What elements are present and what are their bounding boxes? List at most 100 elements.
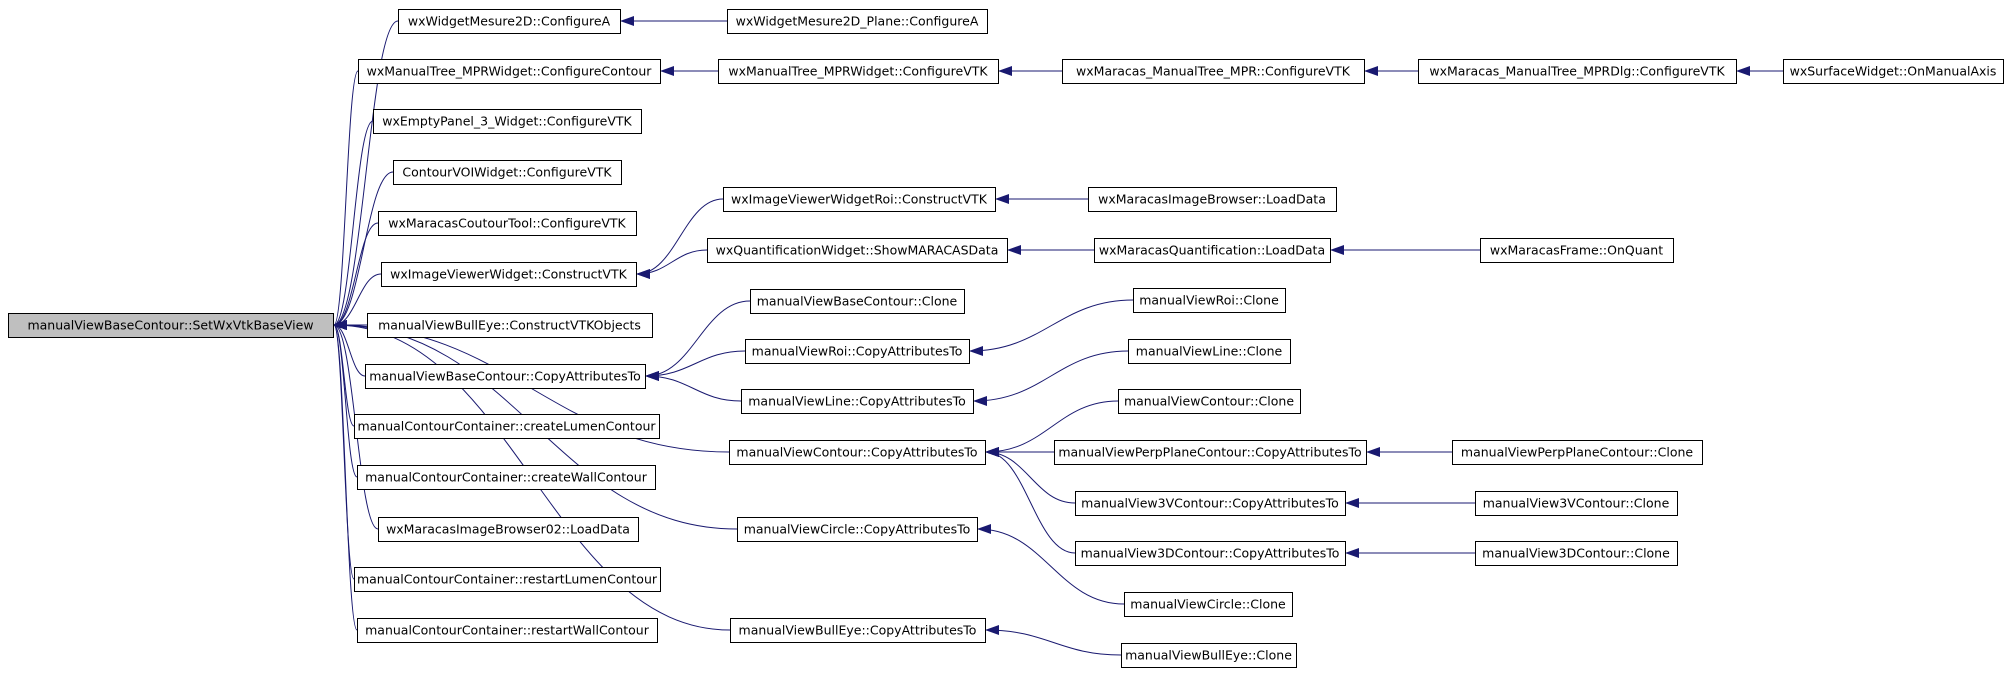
node-mib_load[interactable]: wxMaracasImageBrowser::LoadData: [1088, 187, 1337, 212]
node-wm2dp_conf[interactable]: wxWidgetMesure2D_Plane::ConfigureA: [727, 9, 988, 34]
node-label: manualViewBaseContour::SetWxVtkBaseView: [27, 318, 313, 333]
node-box: [1128, 339, 1291, 364]
node-mib02_load[interactable]: wxMaracasImageBrowser02::LoadData: [378, 517, 639, 542]
node-empty_confvtk[interactable]: wxEmptyPanel_3_Widget::ConfigureVTK: [373, 109, 642, 134]
node-v3v_clone[interactable]: manualView3VContour::Clone: [1475, 491, 1678, 516]
node-label: manualViewBaseContour::Clone: [757, 294, 958, 309]
node-box: [354, 567, 661, 592]
node-label: wxMaracasImageBrowser::LoadData: [1098, 192, 1326, 207]
node-label: wxWidgetMesure2D_Plane::ConfigureA: [736, 14, 979, 29]
node-voi_confvtk[interactable]: ContourVOIWidget::ConfigureVTK: [393, 160, 622, 185]
node-box: [8, 313, 334, 338]
node-cc_lumen[interactable]: manualContourContainer::createLumenConto…: [354, 414, 660, 439]
node-label: manualViewLine::Clone: [1136, 344, 1283, 359]
node-label: manualView3VContour::Clone: [1483, 496, 1670, 511]
node-vcont_clone[interactable]: manualViewContour::Clone: [1118, 389, 1301, 414]
node-mq_load[interactable]: wxMaracasQuantification::LoadData: [1094, 238, 1331, 263]
node-box: [357, 618, 658, 643]
node-vline_copy[interactable]: manualViewLine::CopyAttributesTo: [741, 389, 974, 414]
node-root[interactable]: manualViewBaseContour::SetWxVtkBaseView: [8, 313, 334, 338]
node-label: wxMaracasFrame::OnQuant: [1490, 243, 1663, 258]
node-vcirc_copy[interactable]: manualViewCircle::CopyAttributesTo: [737, 517, 978, 542]
node-vbc_clone[interactable]: manualViewBaseContour::Clone: [750, 289, 965, 314]
node-label: wxMaracas_ManualTree_MPRDlg::ConfigureVT…: [1429, 64, 1725, 79]
node-box: [730, 618, 986, 643]
node-box: [1075, 541, 1346, 566]
node-v3d_clone[interactable]: manualView3DContour::Clone: [1475, 541, 1678, 566]
node-box: [1075, 491, 1346, 516]
node-vbe_clone[interactable]: manualViewBullEye::Clone: [1121, 643, 1297, 668]
node-box: [1094, 238, 1331, 263]
node-vpp_copy[interactable]: manualViewPerpPlaneContour::CopyAttribut…: [1054, 440, 1367, 465]
node-ivroi_construct[interactable]: wxImageViewerWidgetRoi::ConstructVTK: [723, 187, 996, 212]
node-cc_rlumen[interactable]: manualContourContainer::restartLumenCont…: [354, 567, 661, 592]
node-cc_rwall[interactable]: manualContourContainer::restartWallConto…: [357, 618, 658, 643]
node-vroi_copy[interactable]: manualViewRoi::CopyAttributesTo: [745, 339, 970, 364]
node-vcont_copy[interactable]: manualViewContour::CopyAttributesTo: [729, 440, 986, 465]
node-box: [1480, 238, 1674, 263]
edge-vcirc_clone-to-vcirc_copy: [977, 524, 1125, 605]
node-label: wxWidgetMesure2D::ConfigureA: [408, 14, 611, 29]
node-vbc_copy[interactable]: manualViewBaseContour::CopyAttributesTo: [365, 364, 646, 389]
node-label: manualViewBullEye::ConstructVTKObjects: [378, 318, 641, 333]
node-label: wxManualTree_MPRWidget::ConfigureVTK: [728, 64, 988, 79]
node-label: manualViewLine::CopyAttributesTo: [748, 394, 966, 409]
edge-vline_clone-to-vline_copy: [973, 350, 1129, 406]
node-box: [1783, 59, 2004, 84]
node-vpp_clone[interactable]: manualViewPerpPlaneContour::Clone: [1452, 440, 1703, 465]
node-vbe_copy[interactable]: manualViewBullEye::CopyAttributesTo: [730, 618, 986, 643]
node-be_construct[interactable]: manualViewBullEye::ConstructVTKObjects: [367, 313, 653, 338]
node-label: wxMaracasImageBrowser02::LoadData: [386, 522, 630, 537]
node-vroi_clone[interactable]: manualViewRoi::Clone: [1133, 288, 1286, 313]
node-box: [707, 238, 1008, 263]
node-box: [1475, 541, 1678, 566]
node-label: manualView3VContour::CopyAttributesTo: [1081, 496, 1339, 511]
node-box: [1054, 440, 1367, 465]
node-box: [1062, 59, 1365, 84]
node-vline_clone[interactable]: manualViewLine::Clone: [1128, 339, 1291, 364]
node-v3v_copy[interactable]: manualView3VContour::CopyAttributesTo: [1075, 491, 1346, 516]
edge-vroi_copy-to-vbc_copy: [645, 350, 746, 381]
node-coutour_confvtk[interactable]: wxMaracasCoutourTool::ConfigureVTK: [378, 211, 637, 236]
node-mt_confvtk[interactable]: wxManualTree_MPRWidget::ConfigureVTK: [718, 59, 999, 84]
node-mmt_confvtk[interactable]: wxMaracas_ManualTree_MPR::ConfigureVTK: [1062, 59, 1365, 84]
node-label: manualViewBaseContour::CopyAttributesTo: [369, 369, 641, 384]
node-mt_confcont[interactable]: wxManualTree_MPRWidget::ConfigureContour: [358, 59, 661, 84]
node-box: [393, 160, 622, 185]
node-box: [373, 109, 642, 134]
node-label: manualViewRoi::CopyAttributesTo: [752, 344, 963, 359]
edge-empty_confvtk-to-root: [333, 120, 374, 330]
node-label: wxMaracasQuantification::LoadData: [1099, 243, 1325, 258]
node-box: [718, 59, 999, 84]
node-label: manualContourContainer::restartWallConto…: [365, 623, 650, 638]
node-qw_show[interactable]: wxQuantificationWidget::ShowMARACASData: [707, 238, 1008, 263]
edge-cc_wall-to-root: [333, 320, 358, 478]
node-box: [741, 389, 974, 414]
node-v3d_copy[interactable]: manualView3DContour::CopyAttributesTo: [1075, 541, 1346, 566]
node-box: [378, 517, 639, 542]
node-box: [398, 9, 621, 34]
node-mmtdlg_confvtk[interactable]: wxMaracas_ManualTree_MPRDlg::ConfigureVT…: [1418, 59, 1737, 84]
node-iv_construct[interactable]: wxImageViewerWidget::ConstructVTK: [381, 262, 637, 287]
node-mf_onquant[interactable]: wxMaracasFrame::OnQuant: [1480, 238, 1674, 263]
edge-cc_rwall-to-root: [333, 320, 358, 631]
node-box: [1118, 389, 1301, 414]
edge-v3d_copy-to-vcont_copy: [985, 447, 1076, 554]
node-label: manualContourContainer::createLumenConto…: [357, 419, 656, 434]
edge-vcont_clone-to-vcont_copy: [985, 400, 1119, 457]
edge-vroi_clone-to-vroi_copy: [969, 299, 1134, 356]
node-surf_onmanual[interactable]: wxSurfaceWidget::OnManualAxis: [1783, 59, 2004, 84]
edge-mt_confcont-to-root: [333, 70, 359, 330]
node-label: wxMaracas_ManualTree_MPR::ConfigureVTK: [1076, 64, 1351, 79]
node-label: ContourVOIWidget::ConfigureVTK: [402, 165, 612, 180]
node-box: [365, 364, 646, 389]
node-wm2d_conf[interactable]: wxWidgetMesure2D::ConfigureA: [398, 9, 621, 34]
node-cc_wall[interactable]: manualContourContainer::createWallContou…: [357, 465, 656, 490]
node-box: [358, 59, 661, 84]
node-label: manualViewPerpPlaneContour::Clone: [1461, 445, 1693, 460]
node-box: [729, 440, 986, 465]
node-label: wxImageViewerWidgetRoi::ConstructVTK: [731, 192, 988, 207]
node-vcirc_clone[interactable]: manualViewCircle::Clone: [1124, 592, 1293, 617]
node-box: [1121, 643, 1297, 668]
